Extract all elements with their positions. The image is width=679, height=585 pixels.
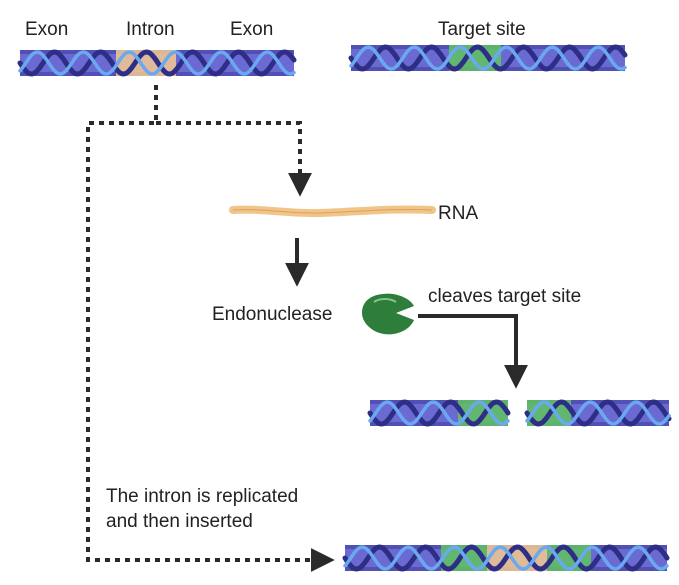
label-intron-note-line1: The intron is replicated	[106, 486, 298, 507]
dna-strand	[368, 400, 510, 426]
rna-strand-outline	[232, 208, 433, 214]
endonuclease-icon	[362, 293, 414, 335]
label-intron-note-line2: and then inserted	[106, 511, 253, 532]
label-exon-right: Exon	[230, 19, 273, 40]
dna-cleaved-left-fragment	[367, 399, 511, 427]
dna-strand	[17, 49, 297, 77]
arrow-cleavage	[418, 314, 528, 389]
dna-strand	[18, 50, 296, 76]
dna-strand	[349, 45, 627, 71]
dna-cleaved-right-fragment	[524, 399, 672, 427]
label-intron: Intron	[126, 19, 175, 40]
dna-strand	[342, 544, 670, 572]
dna-strand	[525, 400, 671, 426]
label-rna: RNA	[438, 203, 478, 224]
label-exon-left: Exon	[25, 19, 68, 40]
dna-strand	[343, 545, 669, 571]
dna-strand	[367, 399, 511, 427]
dotted-path-replication	[86, 85, 335, 572]
dna-with-inserted-intron	[342, 544, 670, 572]
dna-target-site	[348, 44, 628, 72]
label-endonuclease: Endonuclease	[212, 304, 332, 325]
label-cleaves-target-site: cleaves target site	[428, 286, 581, 307]
label-target-site: Target site	[438, 19, 526, 40]
dotted-path-transcription	[156, 121, 312, 197]
dna-strand	[348, 44, 628, 72]
dna-gene-with-intron	[17, 49, 297, 77]
